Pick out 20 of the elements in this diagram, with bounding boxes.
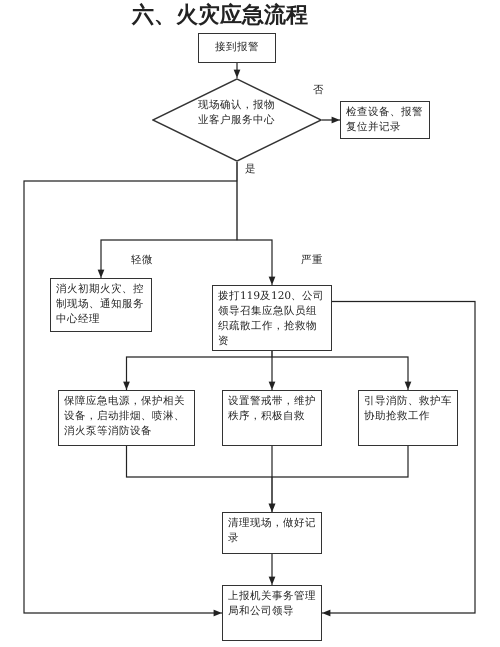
arrow [268,554,276,585]
arrow [271,351,412,390]
process-box: 检查设备、报警复位并记录 [340,101,430,139]
process-box: 设置警戒带，维护秩序，积极自救 [222,390,322,446]
edge-label: 轻微 [130,254,154,267]
edge-label: 严重 [300,254,324,267]
arrow [322,116,340,124]
title: 六、火灾应急流程 [130,2,309,30]
arrow [322,300,476,616]
arrow [234,63,240,78]
edge-label: 是 [244,163,257,176]
process-box: 保障应急电源，保护相关设备，启动排烟、喷淋、消火泵等消防设备 [58,390,195,446]
process-box: 上报机关事务管理局和公司领导 [222,585,322,641]
process-box: 引导消防、救护车协助抢救工作 [358,390,458,446]
process-box: 清理现场，做好记录 [222,512,322,554]
arrow [23,162,238,616]
process-box: 接到报警 [198,33,276,63]
process-box: 拨打119及120、公司领导召集应急队员组织疏散工作，抢救物资 [212,285,332,351]
process-box: 消火初期火灾、控制现场、通知服务中心经理 [50,278,152,332]
arrow [268,446,409,512]
